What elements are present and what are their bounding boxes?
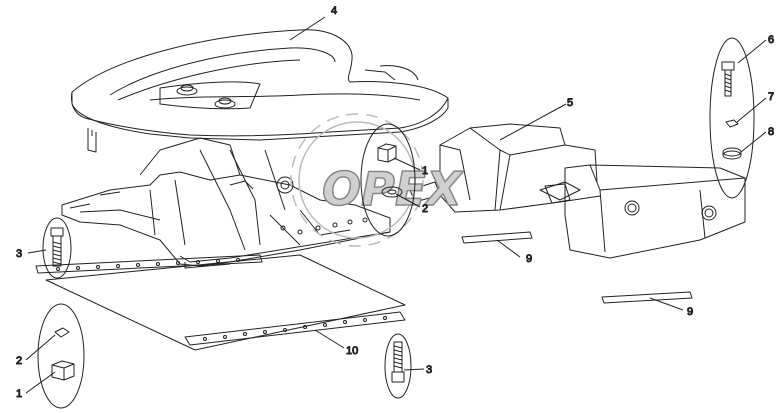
callout-2-center: 2 bbox=[422, 203, 428, 215]
callout-4: 4 bbox=[331, 5, 337, 17]
callout-7: 7 bbox=[768, 91, 774, 103]
callout-9-lower: 9 bbox=[687, 306, 693, 318]
mounting-plate bbox=[35, 254, 406, 351]
callout-1-center: 1 bbox=[422, 165, 428, 177]
watermark-text: OPEX bbox=[322, 162, 464, 216]
callout-1-left: 1 bbox=[16, 388, 22, 400]
callout-6: 6 bbox=[768, 34, 774, 46]
shim-bar-upper bbox=[461, 231, 533, 244]
callout-labels: 4 6 5 7 8 1 2 3 9 9 10 2 1 3 bbox=[16, 5, 775, 401]
leader-lines bbox=[25, 16, 767, 394]
mounting-bracket bbox=[61, 137, 391, 269]
inset-bolt-bottom bbox=[384, 333, 412, 399]
callout-3-left: 3 bbox=[16, 248, 22, 260]
side-rail bbox=[544, 164, 746, 259]
fifth-wheel-plate bbox=[71, 29, 449, 153]
callout-5: 5 bbox=[567, 97, 573, 109]
inset-nut-washer-center bbox=[360, 123, 416, 237]
callout-2-left: 2 bbox=[16, 355, 22, 367]
inset-washer-nut-left bbox=[37, 303, 85, 409]
inset-bolt-washer-nut-right bbox=[709, 37, 755, 199]
callout-8: 8 bbox=[768, 126, 774, 138]
shim-bar-lower bbox=[601, 291, 693, 304]
inset-bolt-left bbox=[42, 217, 72, 279]
callout-3-bottom: 3 bbox=[426, 364, 432, 376]
callout-10: 10 bbox=[346, 345, 358, 357]
callout-9-upper: 9 bbox=[526, 253, 532, 265]
